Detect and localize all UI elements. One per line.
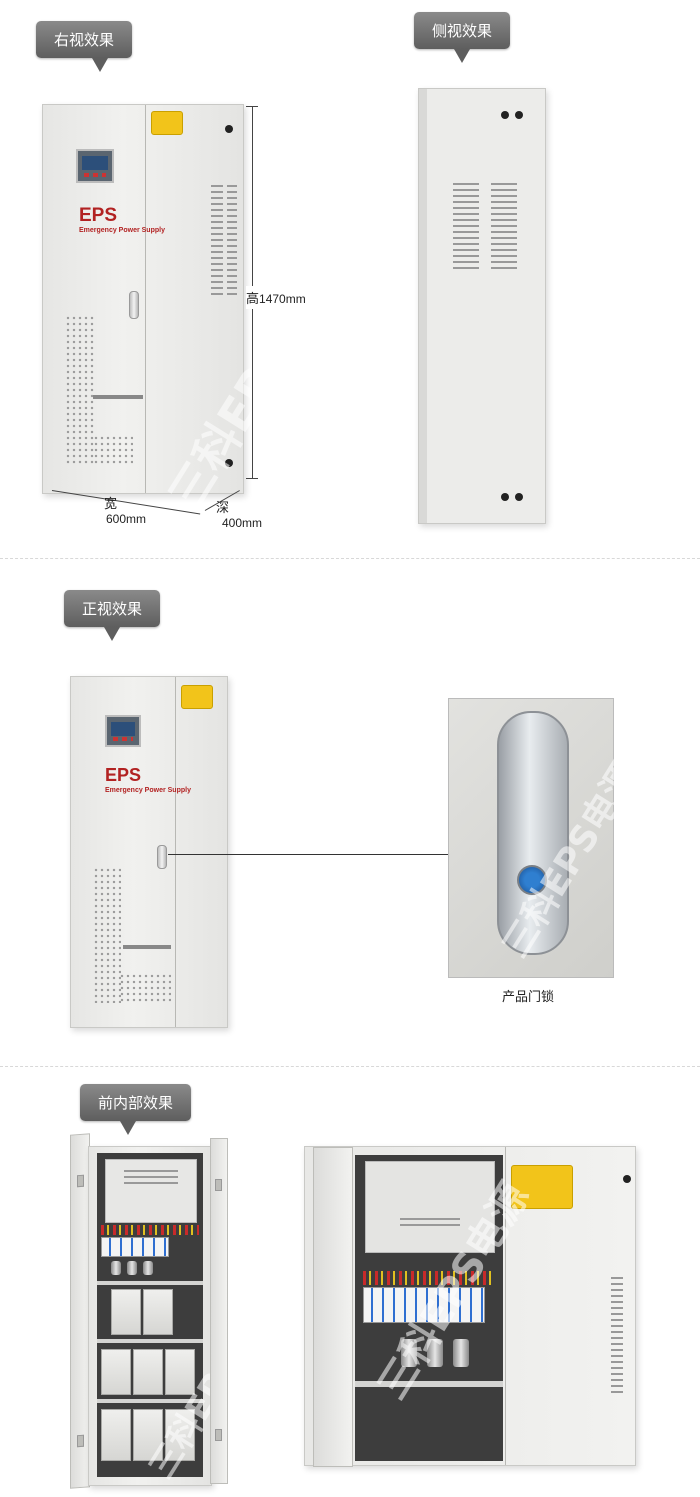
open-door-left: [70, 1133, 90, 1489]
section-front-view: 正视效果 EPS Emergency Power Supply 三科EPS电源 …: [0, 560, 700, 1065]
battery-shelf: [97, 1399, 203, 1403]
battery: [143, 1289, 173, 1335]
battery: [101, 1409, 131, 1461]
vent-dots: [65, 315, 95, 465]
eps-logo: EPS: [105, 765, 142, 785]
panel-meter: [105, 715, 141, 747]
eps-logo: EPS: [79, 205, 118, 226]
cabinet-side-view: [418, 88, 546, 524]
cable-hole: [515, 111, 523, 119]
wiring: [101, 1225, 199, 1235]
section-divider: [0, 1066, 700, 1067]
open-door: [313, 1147, 353, 1467]
cable-hole-bottom: [225, 459, 233, 467]
battery-shelf: [355, 1381, 503, 1387]
capacitor: [427, 1339, 443, 1367]
inverter-module: [105, 1159, 197, 1223]
door-handle: [157, 845, 167, 869]
inverter-module: [365, 1161, 495, 1253]
cabinet-right-view: EPS Emergency Power Supply 三科EPS电源: [42, 104, 353, 520]
depth-dimension-value: 400mm: [222, 516, 263, 530]
panel-meter: [76, 149, 114, 183]
capacitor: [127, 1261, 137, 1275]
section-front-interior: 前内部效果 三科EPS电源: [0, 1068, 700, 1497]
cabinet-interior-left: 三科EPS电源: [88, 1146, 286, 1486]
door-seam: [175, 677, 176, 1027]
side-vents: [211, 185, 223, 295]
cable-hole: [515, 493, 523, 501]
battery: [133, 1349, 163, 1395]
eps-logo-subtitle: Emergency Power Supply: [79, 227, 165, 234]
battery: [111, 1289, 141, 1335]
battery: [133, 1409, 163, 1461]
open-door-right: [210, 1138, 228, 1484]
maker-plate: [93, 395, 143, 399]
capacitor: [111, 1261, 121, 1275]
cabinet-front-view: EPS Emergency Power Supply: [70, 676, 228, 1028]
callout-right-view: 右视效果: [36, 21, 133, 72]
lock-body: [497, 711, 569, 955]
side-vents-left: [453, 183, 479, 273]
depth-dimension-label: 深: [216, 501, 230, 516]
cable-hole: [501, 111, 509, 119]
cable-hole: [623, 1175, 631, 1183]
door-seam: [505, 1147, 506, 1465]
cabinet-interior-closeup: 三科EPS电源: [304, 1146, 636, 1467]
warning-label: [181, 685, 213, 709]
callout-front-interior: 前内部效果: [80, 1084, 192, 1135]
cable-hole: [501, 493, 509, 501]
side-vents-right: [491, 183, 517, 273]
battery-shelf: [97, 1281, 203, 1285]
lock-closeup-photo: 三科EPS电源: [448, 698, 647, 978]
width-dimension-label: 宽: [104, 497, 118, 512]
side-vents: [611, 1277, 623, 1397]
door-handle: [129, 291, 139, 319]
battery: [165, 1349, 195, 1395]
capacitor: [401, 1339, 417, 1367]
capacitor: [143, 1261, 153, 1275]
lock-caption: 产品门锁: [502, 990, 555, 1005]
battery: [101, 1349, 131, 1395]
maker-plate: [123, 945, 171, 949]
battery: [165, 1409, 195, 1461]
callout-side-view: 侧视效果: [414, 12, 511, 63]
warning-label: [511, 1165, 573, 1209]
door-seam: [145, 105, 146, 493]
width-dimension-value: 600mm: [106, 512, 147, 526]
circuit-breakers: [363, 1287, 485, 1323]
vent-dots-bottom: [119, 973, 171, 1003]
lock-keyhole: [517, 865, 547, 895]
capacitor: [453, 1339, 469, 1367]
height-dimension: 高1470mm: [246, 286, 306, 309]
lock-pointer-line: [168, 854, 448, 855]
section-right-and-side-view: 右视效果 侧视效果 EPS Emergency Power Supply 三科E…: [0, 0, 700, 560]
vent-dots: [93, 867, 121, 1003]
warning-label: [151, 111, 183, 135]
battery-shelf: [97, 1339, 203, 1343]
wiring: [363, 1271, 493, 1285]
vent-dots-bottom: [93, 435, 133, 465]
circuit-breakers: [101, 1237, 169, 1257]
callout-front-view: 正视效果: [64, 590, 161, 641]
eps-logo-subtitle: Emergency Power Supply: [105, 787, 191, 794]
section-divider: [0, 558, 700, 559]
watermark: 三科EPS电源: [157, 251, 354, 520]
side-vents-2: [227, 185, 237, 295]
cable-hole: [225, 125, 233, 133]
